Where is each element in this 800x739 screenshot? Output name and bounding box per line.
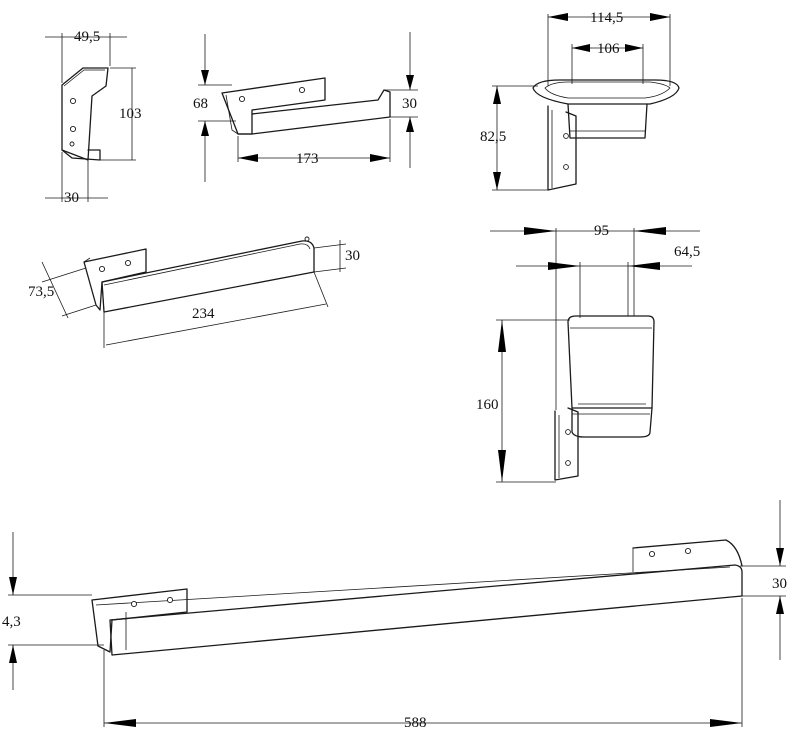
towel-bar-drawing bbox=[8, 500, 786, 727]
soap-dish-drawing bbox=[492, 13, 680, 191]
towel-ring-depth-label: 73,5 bbox=[28, 284, 54, 300]
hook-drawing bbox=[45, 33, 136, 202]
hook-depth-label: 30 bbox=[64, 190, 79, 206]
towel-ring-length-label: 234 bbox=[192, 306, 215, 322]
shelf-length-label: 173 bbox=[296, 151, 319, 167]
shelf-height-label: 68 bbox=[193, 96, 208, 112]
dish-outer-width-label: 114,5 bbox=[590, 10, 623, 26]
towel-ring-drawing bbox=[41, 236, 347, 348]
dish-inner-width-label: 106 bbox=[597, 41, 620, 57]
bar-right-height-label: 30 bbox=[772, 576, 787, 592]
dish-height-label: 82,5 bbox=[480, 129, 506, 145]
hook-height-label: 103 bbox=[119, 106, 142, 122]
bar-left-height-label: 4,3 bbox=[2, 614, 21, 630]
cup-outer-width-label: 95 bbox=[594, 223, 609, 239]
hook-width-label: 49,5 bbox=[74, 29, 100, 45]
towel-ring-height-label: 30 bbox=[345, 248, 360, 264]
bar-length-label: 588 bbox=[404, 715, 427, 731]
shelf-depth-label: 30 bbox=[402, 96, 417, 112]
cup-height-label: 160 bbox=[476, 397, 499, 413]
cup-holder-drawing bbox=[490, 227, 700, 483]
cup-inner-width-label: 64,5 bbox=[674, 244, 700, 260]
shelf-drawing bbox=[198, 32, 418, 182]
